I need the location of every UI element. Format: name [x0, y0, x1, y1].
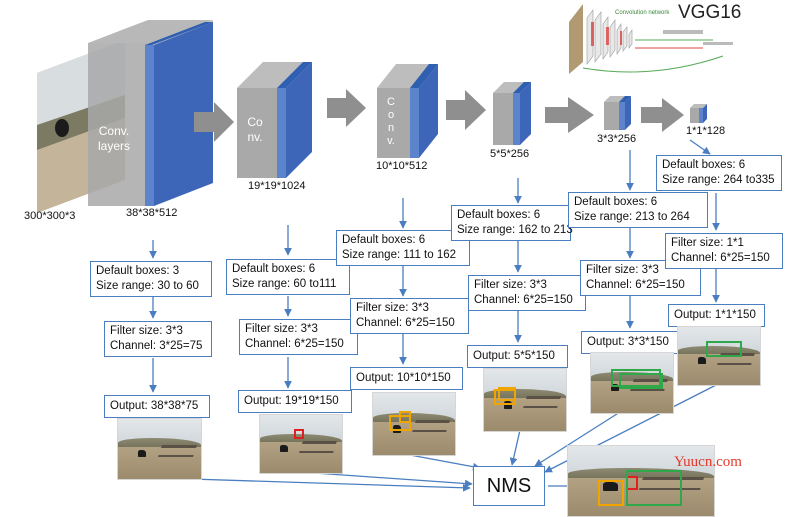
stage4-size-range: Size range: 162 to 213: [457, 224, 573, 236]
conv-block-1: [690, 104, 707, 123]
conv-block-19: [237, 62, 312, 178]
stage3-size-label: 10*10*512: [376, 160, 428, 172]
stage1-output: Output: 38*38*75: [110, 400, 199, 412]
stage2-output: Output: 19*19*150: [244, 395, 339, 407]
stage-arrows: [194, 89, 684, 142]
vgg-caption: Convolution network: [615, 10, 670, 16]
conv-block-38: [88, 20, 213, 206]
stage5-default-boxes: Default boxes: 6 Size range: 213 to 264: [568, 192, 708, 228]
conv-block-3: [604, 96, 631, 130]
stage6-output: Output: 1*1*150: [674, 309, 756, 321]
stage5-size-label: 3*3*256: [597, 133, 637, 145]
stage1-size-label: 38*38*512: [126, 207, 178, 219]
stage4-output-box: Output: 5*5*150: [467, 345, 568, 368]
detection-box: [294, 429, 304, 439]
stage2-channel: Channel: 6*25=150: [245, 338, 344, 350]
stage3-filter-size: Filter size: 3*3: [356, 302, 429, 314]
stage4-channel: Channel: 6*25=150: [474, 294, 573, 306]
stage3-filter-box: Filter size: 3*3 Channel: 6*25=150: [350, 298, 469, 334]
stage1-output-box: Output: 38*38*75: [104, 395, 210, 418]
stage2-size-label: 19*19*1024: [248, 180, 306, 192]
conv-block-5: [493, 82, 531, 145]
stage2-output-box: Output: 19*19*150: [238, 390, 352, 413]
stage2-filter-size: Filter size: 3*3: [245, 323, 318, 335]
vgg16-inset: Convolution network VGG16: [563, 0, 763, 78]
stage6-output-box: Output: 1*1*150: [668, 304, 765, 327]
nms-box: NMS: [473, 466, 545, 506]
stage3-default-boxes: Default boxes: 6 Size range: 111 to 162: [336, 230, 470, 266]
detection-box: [498, 387, 516, 401]
stage4-default-boxes: Default boxes: 6 Size range: 162 to 213: [451, 205, 573, 241]
stage5-result-image: [590, 352, 674, 414]
stage6-result-image: [677, 326, 761, 386]
stage3-output-box: Output: 10*10*150: [350, 367, 463, 390]
stage2-filter-box: Filter size: 3*3 Channel: 6*25=150: [239, 319, 358, 355]
stage2-default-count: Default boxes: 6: [232, 263, 316, 275]
stage3-channel: Channel: 6*25=150: [356, 317, 455, 329]
stage4-size-label: 5*5*256: [490, 148, 530, 160]
input-size-label: 300*300*3: [24, 210, 76, 222]
final-result-image: [567, 445, 715, 517]
stage6-default-count: Default boxes: 6: [662, 159, 746, 171]
stage3-result-image: [372, 392, 456, 456]
stage4-result-image: [483, 368, 567, 432]
stage5-filter-size: Filter size: 3*3: [586, 264, 659, 276]
conv-label-19: Co nv.: [247, 115, 263, 144]
stage3-output: Output: 10*10*150: [356, 372, 451, 384]
final-dog-box: [598, 480, 624, 506]
stage1-default-boxes: Default boxes: 3 Size range: 30 to 60: [90, 261, 212, 297]
stage1-size-range: Size range: 30 to 60: [96, 280, 199, 292]
stage5-channel: Channel: 6*25=150: [586, 279, 685, 291]
vgg16-network-thumbnail: [569, 4, 733, 74]
stage4-output: Output: 5*5*150: [473, 350, 555, 362]
stage5-size-range: Size range: 213 to 264: [574, 211, 690, 223]
stage6-size-label: 1*1*128: [686, 125, 726, 137]
stage4-default-count: Default boxes: 6: [457, 209, 541, 221]
stage2-result-image: [259, 414, 343, 474]
stage2-size-range: Size range: 60 to111: [232, 278, 337, 290]
conv-label-10: C o n v.: [387, 96, 395, 147]
stage6-filter-size: Filter size: 1*1: [671, 237, 744, 249]
stage3-size-range: Size range: 111 to 162: [342, 249, 457, 261]
stage6-default-boxes: Default boxes: 6 Size range: 264 to335: [656, 155, 782, 191]
vgg16-title: VGG16: [678, 2, 742, 23]
stage4-filter-box: Filter size: 3*3 Channel: 6*25=150: [468, 275, 586, 311]
detection-box: [619, 373, 663, 389]
stage3-default-count: Default boxes: 6: [342, 234, 426, 246]
stage1-filter-size: Filter size: 3*3: [110, 325, 183, 337]
stage1-result-image: [117, 418, 202, 480]
stage6-size-range: Size range: 264 to335: [662, 174, 775, 186]
conv-block-10: [377, 64, 438, 158]
stage4-filter-size: Filter size: 3*3: [474, 279, 547, 291]
stage1-channel: Channel: 3*25=75: [110, 340, 203, 352]
stage5-output: Output: 3*3*150: [587, 336, 669, 348]
detection-box: [399, 411, 411, 423]
watermark: Yuucn.com: [674, 454, 742, 470]
detection-box: [706, 341, 742, 357]
stage5-default-count: Default boxes: 6: [574, 196, 658, 208]
stage1-filter-box: Filter size: 3*3 Channel: 3*25=75: [104, 321, 212, 357]
detection-box: [611, 369, 661, 387]
connector-lines: [149, 139, 723, 492]
stage2-default-boxes: Default boxes: 6 Size range: 60 to111: [226, 259, 350, 295]
stage5-output-box: Output: 3*3*150: [581, 331, 682, 354]
stage1-default-count: Default boxes: 3: [96, 265, 180, 277]
stage6-channel: Channel: 6*25=150: [671, 252, 770, 264]
stage5-filter-box: Filter size: 3*3 Channel: 6*25=150: [580, 260, 701, 296]
final-bench-box: [626, 470, 682, 506]
conv-layers-label: Conv. layers: [97, 124, 130, 153]
stage6-filter-box: Filter size: 1*1 Channel: 6*25=150: [665, 233, 783, 269]
